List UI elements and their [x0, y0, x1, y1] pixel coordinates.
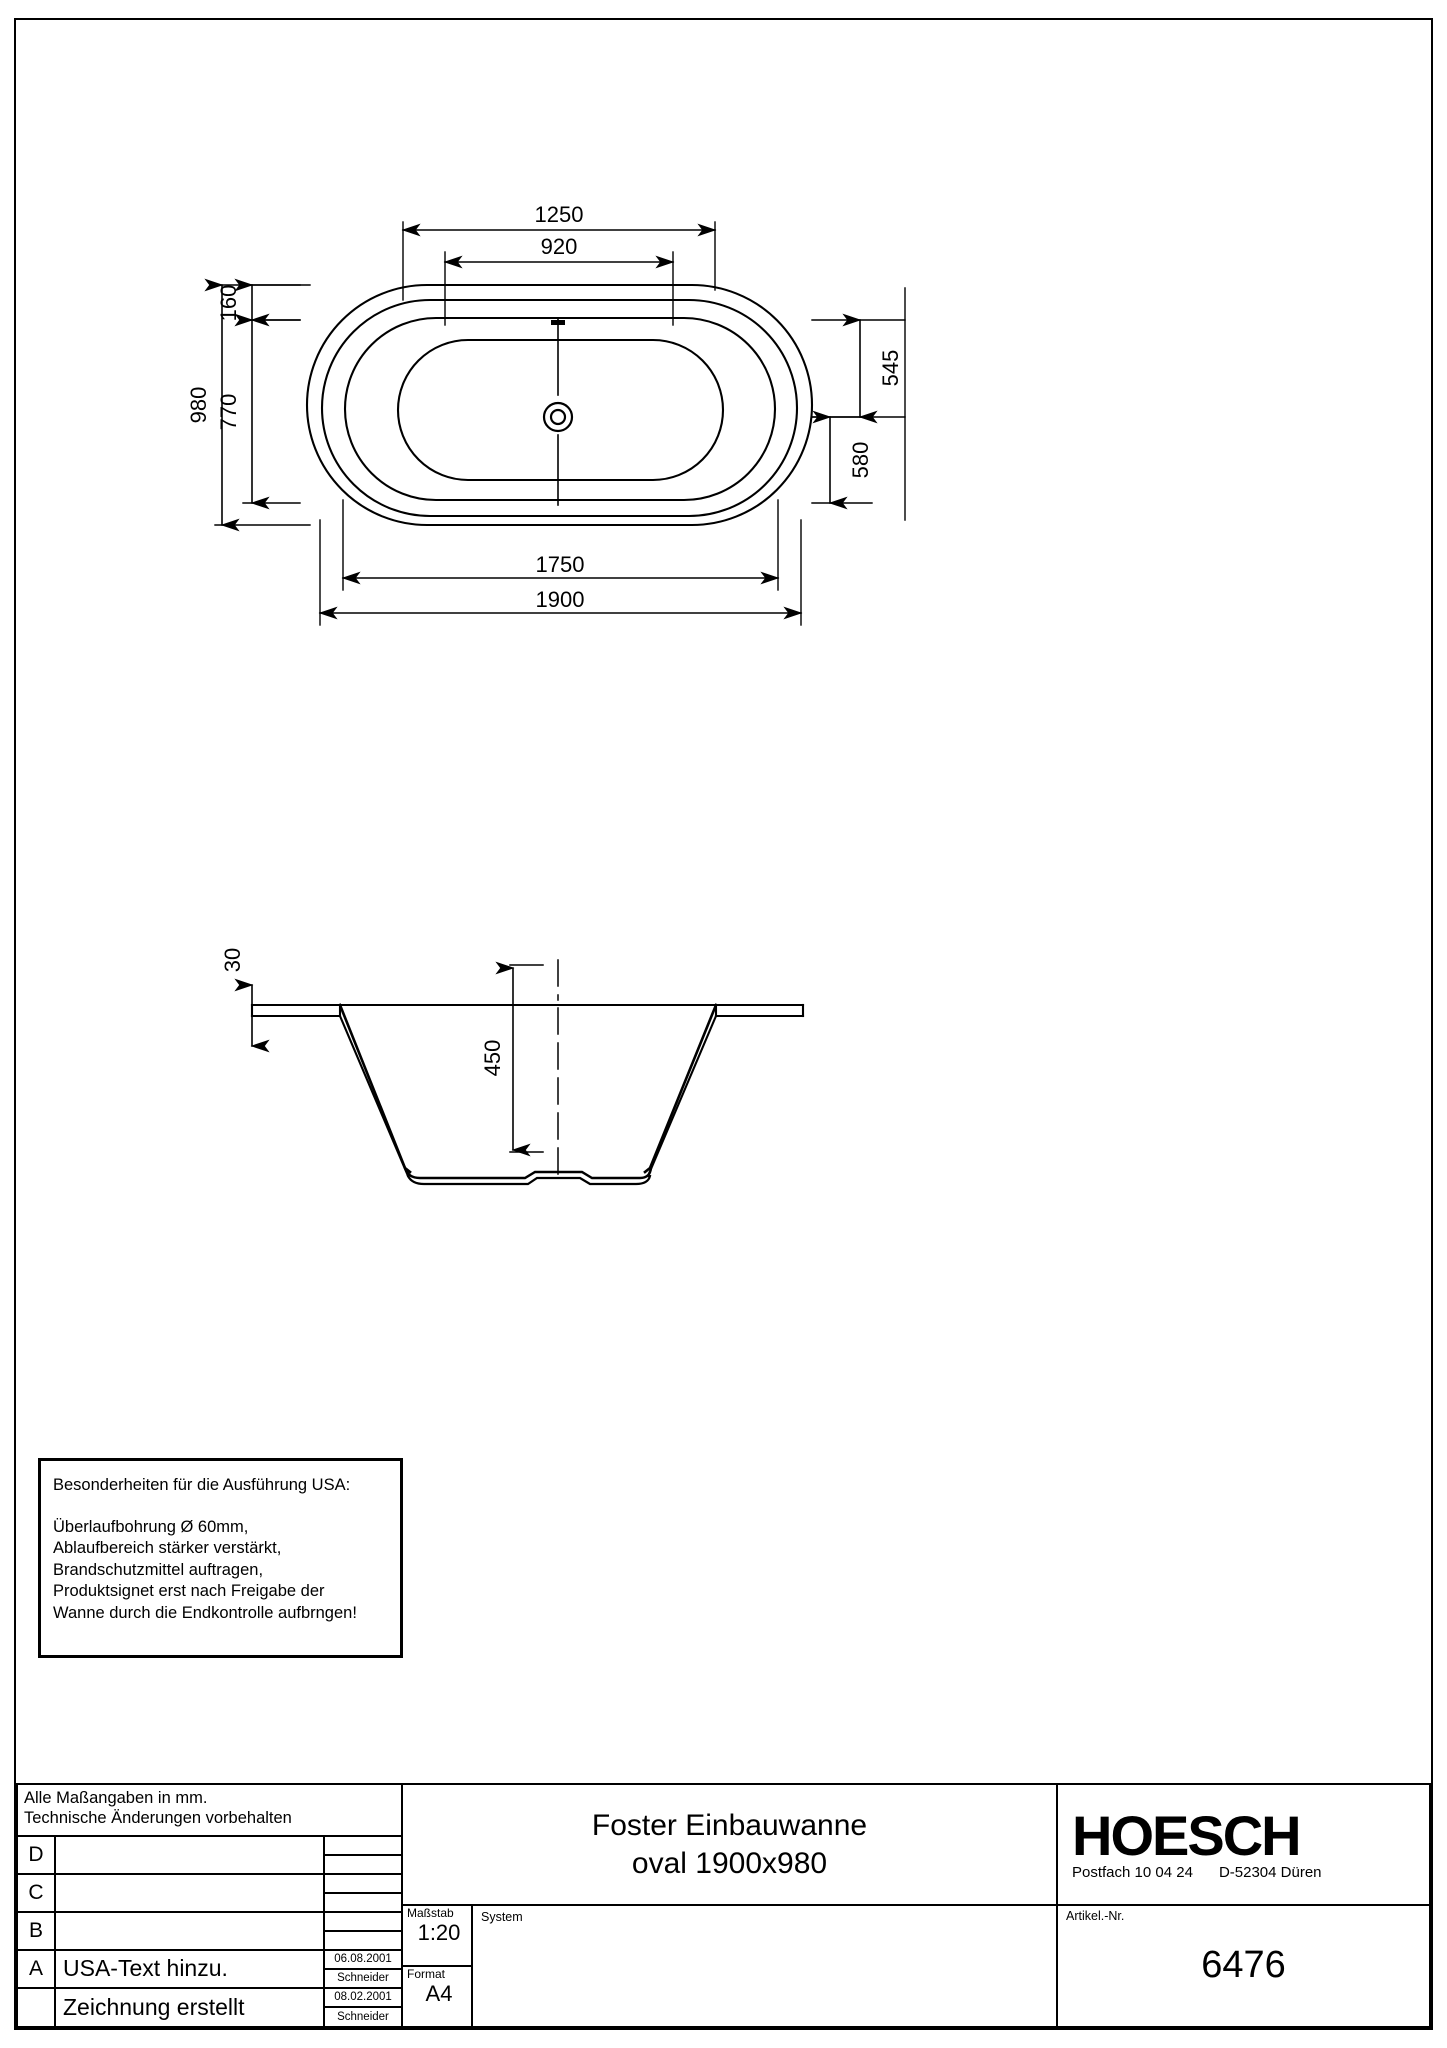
- units-note: Alle Maßangaben in mm.: [24, 1789, 208, 1807]
- revision-date: [325, 1875, 401, 1894]
- scale-cell: Maßstab 1:20: [403, 1906, 471, 1967]
- note-line-3: Brandschutzmittel auftragen,: [53, 1560, 264, 1579]
- scale-format-column: Maßstab 1:20 Format A4: [403, 1906, 473, 2026]
- revision-letter: [18, 1988, 56, 2027]
- note-line-2: Ablaufbereich stärker verstärkt,: [53, 1539, 282, 1557]
- revision-letter: C: [18, 1874, 56, 1911]
- system-cell: System: [473, 1906, 1056, 2026]
- revision-author: [325, 1894, 401, 1911]
- page-title: Foster Einbauwanne oval 1900x980: [403, 1785, 1056, 1906]
- format-cell: Format A4: [403, 1967, 471, 2026]
- sheet-border: [14, 18, 1433, 2030]
- general-notes: Alle Maßangaben in mm. Technische Änderu…: [18, 1785, 401, 1837]
- title-subsection: Maßstab 1:20 Format A4 System: [403, 1906, 1056, 2026]
- table-row[interactable]: Zeichnung erstellt 08.02.2001 Schneider: [18, 1988, 401, 2027]
- table-row[interactable]: C: [18, 1874, 401, 1913]
- table-row[interactable]: D: [18, 1837, 401, 1875]
- note-heading: Besonderheiten für die Ausführung USA:: [53, 1476, 351, 1494]
- revision-meta: [325, 1875, 401, 1911]
- revision-date: 06.08.2001: [325, 1951, 401, 1970]
- title-block: Alle Maßangaben in mm. Technische Änderu…: [16, 1783, 1431, 2028]
- revision-description: USA-Text hinzu.: [56, 1950, 325, 1987]
- company-pobox: Postfach 10 04 24: [1072, 1863, 1193, 1881]
- revision-letter: B: [18, 1912, 56, 1949]
- hoesch-logo: HOESCH: [1072, 1803, 1302, 1867]
- revision-meta: 08.02.2001 Schneider: [325, 1989, 401, 2027]
- article-label: Artikel.-Nr.: [1066, 1909, 1125, 1923]
- revision-description: Zeichnung erstellt: [56, 1988, 325, 2027]
- revision-date: [325, 1913, 401, 1932]
- revision-letter: A: [18, 1950, 56, 1987]
- company-section: HOESCH Postfach 10 04 24 D-52304 Düren A…: [1058, 1785, 1429, 2026]
- format-label: Format: [407, 1967, 446, 1981]
- revision-letter: D: [18, 1837, 56, 1873]
- changes-note: Technische Änderungen vorbehalten: [24, 1809, 292, 1827]
- format-value: A4: [425, 1981, 453, 2006]
- table-row[interactable]: B: [18, 1912, 401, 1951]
- note-line-4: Produktsignet erst nach Freigabe der: [53, 1582, 325, 1600]
- revision-author: Schneider: [337, 1972, 389, 1985]
- revision-author: [325, 1856, 401, 1873]
- company-logo-cell: HOESCH Postfach 10 04 24 D-52304 Düren: [1058, 1785, 1429, 1906]
- revision-meta: [325, 1913, 401, 1949]
- table-row[interactable]: A USA-Text hinzu. 06.08.2001 Schneider: [18, 1950, 401, 1989]
- revision-description: [56, 1874, 325, 1911]
- revision-section: Alle Maßangaben in mm. Technische Änderu…: [18, 1785, 403, 2027]
- revision-description: [56, 1837, 325, 1873]
- product-title-line-2: oval 1900x980: [631, 1846, 828, 1880]
- revision-meta: 06.08.2001 Schneider: [325, 1951, 401, 1987]
- system-label: System: [481, 1910, 523, 1924]
- revision-author: [325, 1932, 401, 1949]
- note-line-1: Überlaufbohrung Ø 60mm,: [53, 1517, 249, 1536]
- revision-description: [56, 1912, 325, 1949]
- company-city: D-52304 Düren: [1218, 1863, 1322, 1881]
- revision-date: [325, 1837, 401, 1856]
- revision-meta: [325, 1837, 401, 1873]
- note-line-5: Wanne durch die Endkontrolle aufbrngen!: [53, 1603, 357, 1622]
- product-title-section: Foster Einbauwanne oval 1900x980 Maßstab…: [403, 1785, 1058, 2026]
- scale-value: 1:20: [417, 1920, 461, 1945]
- article-number-cell: Artikel.-Nr. 6476: [1058, 1906, 1429, 2026]
- product-title-line-1: Foster Einbauwanne: [591, 1808, 868, 1842]
- revision-date: 08.02.2001: [325, 1989, 401, 2009]
- company-address: Postfach 10 04 24 D-52304 Düren: [1072, 1864, 1429, 1881]
- scale-label: Maßstab: [407, 1906, 454, 1920]
- usa-note-box: Besonderheiten für die Ausführung USA: Ü…: [38, 1458, 403, 1658]
- article-number-value: 6476: [1201, 1944, 1286, 1986]
- revision-author: Schneider: [337, 2011, 389, 2024]
